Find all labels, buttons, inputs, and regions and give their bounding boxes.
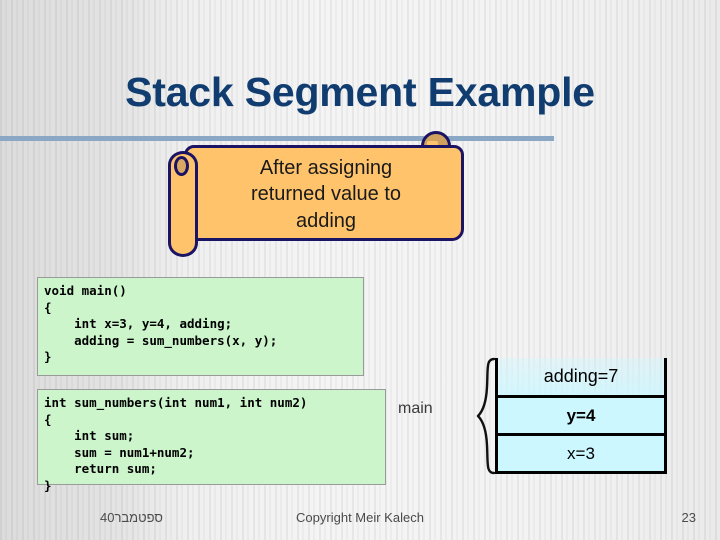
title-underline-rule	[0, 136, 554, 141]
stack-cell-list: adding=7 y=4 x=3	[495, 358, 667, 474]
scroll-callout-text: After assigning returned value to adding	[204, 155, 448, 234]
slide-footer: ספטמבר04 Copyright Meir Kalech 23	[0, 508, 720, 532]
stack-frame-label: main	[398, 400, 433, 417]
stack-segment-diagram: adding=7 y=4 x=3	[470, 355, 670, 477]
stack-cell-x: x=3	[495, 436, 667, 474]
scroll-callout-body	[184, 145, 464, 241]
footer-date: ספטמבר04	[100, 510, 163, 525]
footer-page-number: 23	[681, 510, 696, 525]
scroll-curl-left-hole-icon	[174, 156, 189, 176]
footer-copyright: Copyright Meir Kalech	[296, 510, 424, 525]
scroll-callout: After assigning returned value to adding	[168, 131, 464, 257]
code-block-sum-numbers: int sum_numbers(int num1, int num2) { in…	[37, 389, 386, 493]
page-title: Stack Segment Example	[125, 69, 595, 115]
code-block-main: void main() { int x=3, y=4, adding; addi…	[37, 277, 364, 376]
stack-brace-icon	[476, 357, 496, 475]
callout-line-1: After assigning	[259, 157, 393, 179]
callout-line-3: adding	[295, 209, 357, 232]
stack-cell-y: y=4	[495, 398, 667, 436]
callout-line-2: returned value to	[250, 183, 402, 206]
stack-cell-adding: adding=7	[495, 358, 667, 398]
